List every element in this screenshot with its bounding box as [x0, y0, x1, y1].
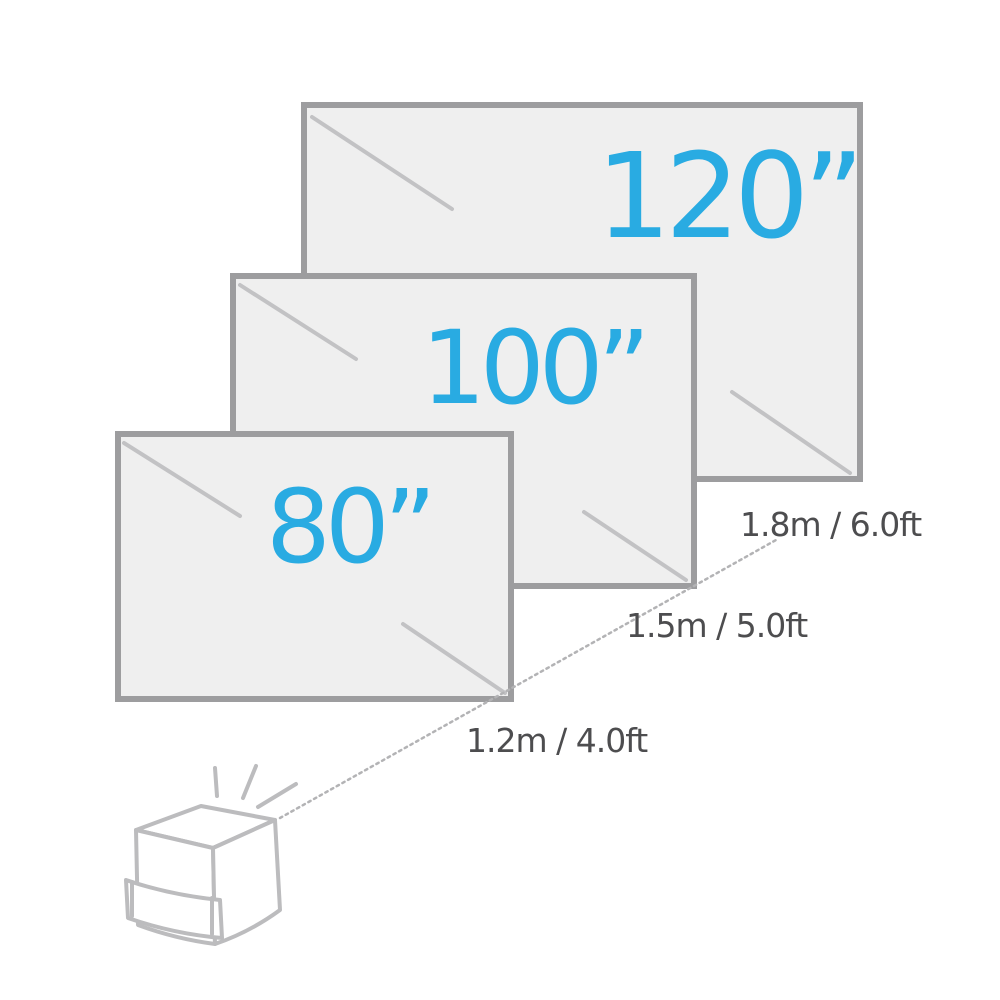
- distance-label-100: 1.5m / 5.0ft: [626, 606, 808, 645]
- screen-80: 80”: [115, 431, 514, 702]
- screen-80-glare-bottom: [401, 622, 507, 695]
- screen-80-glare-top: [122, 441, 242, 518]
- projector-icon: [124, 764, 298, 946]
- screen-120-glare-bottom: [730, 390, 852, 475]
- screen-80-label: 80”: [266, 468, 431, 587]
- screen-100-glare-bottom: [582, 510, 688, 582]
- projection-beam-line: [278, 538, 778, 820]
- distance-label-80: 1.2m / 4.0ft: [466, 721, 648, 760]
- screen-120-glare-top: [310, 115, 454, 211]
- screen-100-glare-top: [238, 283, 358, 361]
- screen-120-label: 120”: [596, 127, 858, 265]
- screen-100-label: 100”: [421, 309, 645, 428]
- distance-label-120: 1.8m / 6.0ft: [740, 505, 922, 544]
